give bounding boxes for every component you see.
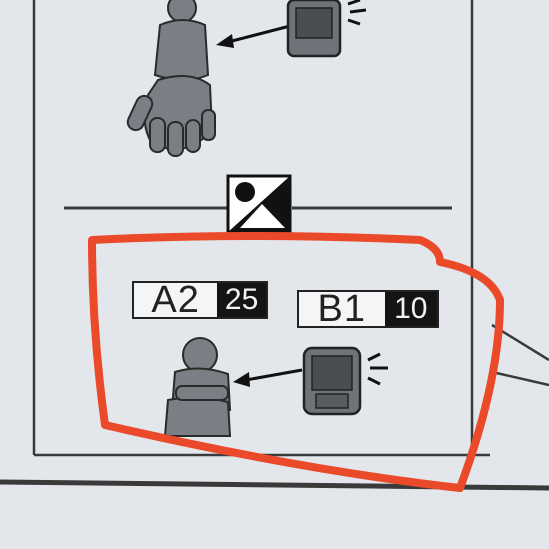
part-quantity: 10 <box>384 292 437 326</box>
frame-lines <box>0 0 549 491</box>
part-tag-a2: A2 25 <box>132 278 268 321</box>
part-code: B1 <box>317 287 367 330</box>
part-quantity: 25 <box>217 283 266 317</box>
sprue-part-icon-upper <box>286 0 367 58</box>
arrow-upper <box>216 24 291 48</box>
highlight-outline <box>88 232 504 492</box>
hand-figure-icon <box>126 0 216 157</box>
part-tag-b1: B1 10 <box>297 287 439 330</box>
seated-figure-icon <box>163 337 232 437</box>
part-code: A2 <box>151 278 200 321</box>
circle-triangle-marker-icon <box>226 174 292 234</box>
sprue-part-icon-lower <box>302 346 388 416</box>
arrow-lower <box>233 368 303 387</box>
